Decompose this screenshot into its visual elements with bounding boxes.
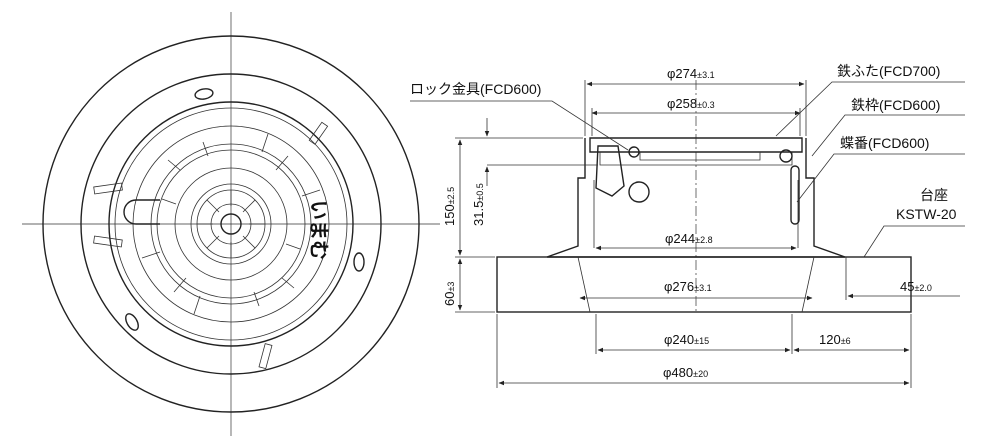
- plan-outer-ring: [42, 35, 420, 413]
- plan-pick-slot: [123, 199, 160, 225]
- frame-inner-walls: [593, 180, 799, 248]
- leader-hinge: [796, 153, 965, 203]
- dim-244: φ244±2.8: [665, 231, 713, 246]
- plan-bolt-slot-right: [353, 252, 365, 272]
- cover-inner-rib: [639, 152, 761, 161]
- plan-pattern-ring-4: [174, 167, 288, 281]
- label-frame: 鉄枠(FCD600): [851, 97, 940, 113]
- plan-view: いまむ: [22, 12, 440, 436]
- dim-120: 120±6: [819, 332, 851, 347]
- label-hinge: 蝶番(FCD600): [840, 135, 929, 151]
- plan-tab-left-upper: [93, 182, 123, 195]
- plan-tab-left-lower: [93, 235, 123, 248]
- plan-frame-ring: [80, 73, 382, 375]
- dim-276: φ276±3.1: [664, 279, 712, 294]
- lock-knob: [628, 181, 650, 203]
- plan-pattern-ring-5: [190, 183, 272, 265]
- leader-frame: [811, 114, 965, 157]
- leader-lock: [410, 100, 629, 151]
- plan-tab-upper-right: [308, 121, 329, 145]
- plan-radial-ribs: [141, 133, 321, 315]
- dim-150: 150±2.5: [442, 187, 457, 226]
- plan-bolt-slot-bottom-left: [125, 313, 139, 331]
- dim-274: φ274±3.1: [667, 66, 715, 81]
- label-base-line2: KSTW-20: [896, 206, 957, 222]
- dim-258: φ258±0.3: [667, 96, 715, 111]
- label-cover: 鉄ふた(FCD700): [837, 63, 940, 79]
- base-taper: [577, 256, 815, 313]
- plan-tab-bottom: [258, 343, 273, 370]
- hinge-arm: [790, 165, 800, 225]
- cover-section: [589, 137, 803, 153]
- dim-60: 60±3: [442, 282, 457, 306]
- hinge-pivot: [779, 149, 793, 163]
- label-base-line1: 台座: [920, 187, 948, 203]
- dim-45: 45±2.0: [900, 279, 932, 294]
- plan-center-hole: [220, 213, 242, 235]
- label-lock: ロック金具(FCD600): [410, 81, 541, 97]
- plan-bolt-slot-top: [194, 88, 214, 100]
- section-view: ロック金具(FCD600) 鉄ふた(FCD700) 鉄枠(FCD600) 蝶番(…: [410, 63, 965, 388]
- dim-480: φ480±20: [663, 365, 708, 380]
- plan-cover-inner-ring: [114, 107, 348, 341]
- leader-cover: [775, 81, 965, 137]
- leader-base: [863, 225, 965, 258]
- lock-pin: [628, 146, 640, 158]
- lock-latch: [595, 145, 625, 197]
- frame-body: [546, 138, 846, 258]
- plan-cover-outer-ring: [108, 101, 354, 347]
- lid-stamp-text: いまむ: [307, 200, 330, 260]
- dim-31-5: 31.5±0.5: [471, 183, 486, 226]
- dim-240: φ240±15: [664, 332, 709, 347]
